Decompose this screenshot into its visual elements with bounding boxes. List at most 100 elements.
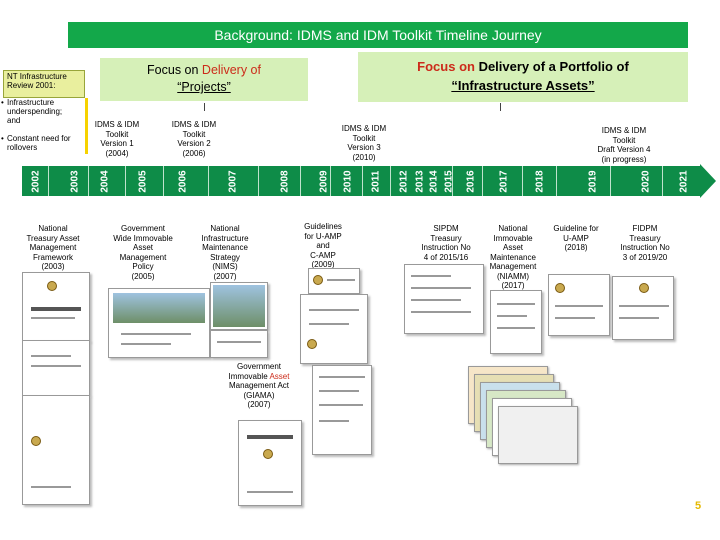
- timeline-year-2005: 2005: [137, 169, 149, 193]
- timeline-divider: [300, 166, 301, 196]
- timeline-divider: [88, 166, 89, 196]
- doc-thumbnail-nims-title: [210, 330, 268, 358]
- doc-line: Guideline for: [553, 224, 599, 233]
- doc-line: SIPDM: [433, 224, 459, 233]
- nt-bullet-line: rollovers: [7, 143, 38, 152]
- toolkit-version-2: IDMS & IDM Toolkit Version 2 (2006): [165, 120, 223, 158]
- doc-line: Asset: [502, 243, 523, 252]
- timeline-divider: [125, 166, 126, 196]
- toolkit-version-1: IDMS & IDM Toolkit Version 1 (2004): [88, 120, 146, 158]
- doc-line: for U-AMP: [304, 231, 342, 241]
- toolkit-line: (2006): [182, 148, 206, 158]
- focus-portfolio-highlight: Focus on: [417, 59, 479, 74]
- nt-review-bullet: Infrastructure underspending; and: [1, 98, 87, 125]
- timeline-divider: [163, 166, 164, 196]
- doc-line: FIDPM: [632, 224, 658, 233]
- timeline-year-2008: 2008: [279, 169, 291, 193]
- doc-thumbnail-stack-sheet: [498, 406, 578, 464]
- doc-line: Instruction No: [620, 243, 670, 252]
- nt-review-box: NT Infrastructure Review 2001:: [3, 70, 85, 98]
- doc-thumbnail-uamp-2018: [548, 274, 610, 336]
- nt-review-accent-strip: [85, 98, 88, 154]
- focus-portfolio-line2: “Infrastructure Assets”: [451, 78, 595, 93]
- focus-portfolio-box: Focus on Delivery of a Portfolio of “Inf…: [358, 52, 688, 102]
- toolkit-line: Toolkit: [352, 133, 376, 143]
- toolkit-line: Version 3: [347, 143, 381, 152]
- timeline-divider: [208, 166, 209, 196]
- focus-portfolio-connector: [500, 103, 501, 111]
- toolkit-line: Toolkit: [105, 129, 129, 139]
- timeline-year-2019: 2019: [587, 169, 599, 193]
- doc-line: (2018): [564, 243, 588, 252]
- timeline-year-2006: 2006: [177, 169, 189, 193]
- nt-bullet-line: Constant need for: [7, 134, 71, 143]
- doc-line: Government: [120, 224, 166, 233]
- doc-line: (GIAMA): [243, 390, 275, 400]
- timeline-arrow-head: [700, 164, 716, 198]
- doc-line: Management: [489, 262, 537, 271]
- toolkit-line: IDMS & IDM: [341, 124, 387, 133]
- doc-line: Immovable: [493, 233, 533, 243]
- toolkit-line: Toolkit: [182, 129, 206, 139]
- nt-review-title-line: Review 2001:: [7, 81, 56, 90]
- toolkit-line: Toolkit: [612, 135, 636, 145]
- doc-line: Strategy: [210, 252, 240, 262]
- doc-line: National: [210, 224, 240, 233]
- doc-line: (2017): [501, 281, 525, 290]
- nt-bullet-line: underspending;: [7, 107, 63, 116]
- timeline-divider: [610, 166, 611, 196]
- toolkit-version-3: IDMS & IDM Toolkit Version 3 (2010): [333, 124, 395, 162]
- page-number: 5: [695, 500, 702, 512]
- toolkit-line: IDMS & IDM: [601, 126, 647, 135]
- toolkit-line: (2010): [352, 152, 376, 162]
- timeline-year-2003: 2003: [69, 169, 81, 193]
- focus-portfolio-rest: Delivery of a Portfolio of: [478, 59, 629, 74]
- toolkit-line: (in progress): [601, 154, 647, 164]
- doc-line: (2009): [311, 260, 335, 269]
- focus-projects-prefix: Focus on: [147, 63, 202, 77]
- timeline-year-2017: 2017: [498, 169, 510, 193]
- timeline-year-2002: 2002: [30, 169, 42, 193]
- focus-projects-connector: [204, 103, 205, 111]
- timeline-divider: [362, 166, 363, 196]
- giama-accent-word: Asset: [269, 371, 290, 381]
- doc-line: 4 of 2015/16: [423, 252, 469, 262]
- doc-thumbnail-amf-page: [22, 340, 90, 396]
- toolkit-line: IDMS & IDM: [171, 120, 217, 129]
- doc-line: Treasury: [629, 233, 661, 243]
- toolkit-line: (2004): [105, 148, 129, 158]
- doc-line: U-AMP: [563, 233, 589, 243]
- timeline-divider: [390, 166, 391, 196]
- doc-thumbnail-amf-back: [22, 395, 90, 505]
- focus-projects-line2: “Projects”: [177, 80, 231, 94]
- doc-gwiam-policy: Government Wide Immovable Asset Manageme…: [108, 224, 178, 281]
- nt-review-title-line: NT Infrastructure: [7, 72, 67, 81]
- timeline-year-2007: 2007: [227, 169, 239, 193]
- timeline-year-2018: 2018: [534, 169, 546, 193]
- doc-line: Management: [29, 243, 77, 252]
- doc-line: Asset: [132, 243, 153, 252]
- doc-line: Maintenance: [202, 243, 248, 252]
- timeline-year-2021: 2021: [678, 169, 690, 193]
- doc-line: (NIAMM): [497, 271, 529, 281]
- timeline-divider: [482, 166, 483, 196]
- doc-line: Treasury: [430, 233, 462, 243]
- doc-thumbnail-uamp-cover: [308, 268, 360, 294]
- toolkit-line: IDMS & IDM: [94, 120, 140, 129]
- doc-thumbnail-uamp-pages: [300, 294, 368, 364]
- timeline-divider: [48, 166, 49, 196]
- doc-fidpm-instruction: FIDPM Treasury Instruction No 3 of 2019/…: [612, 224, 678, 262]
- doc-line: Treasury Asset: [26, 233, 80, 243]
- timeline-year-2011: 2011: [370, 170, 382, 192]
- doc-line: National: [38, 224, 68, 233]
- doc-line: (2007): [213, 271, 237, 281]
- nt-review-bullet: Constant need for rollovers: [1, 134, 87, 152]
- doc-giama: Government Immovable Asset Management Ac…: [228, 362, 290, 410]
- doc-line: Infrastructure: [201, 233, 249, 243]
- doc-line: Management: [119, 252, 167, 262]
- doc-line: (2003): [41, 262, 65, 271]
- doc-uamp-camp-guidelines: Guidelines for U-AMP and C-AMP (2009): [294, 222, 352, 270]
- focus-projects-box: Focus on Delivery of “Projects”: [100, 58, 308, 101]
- doc-line: Framework: [32, 252, 73, 262]
- toolkit-line: Version 2: [177, 139, 211, 148]
